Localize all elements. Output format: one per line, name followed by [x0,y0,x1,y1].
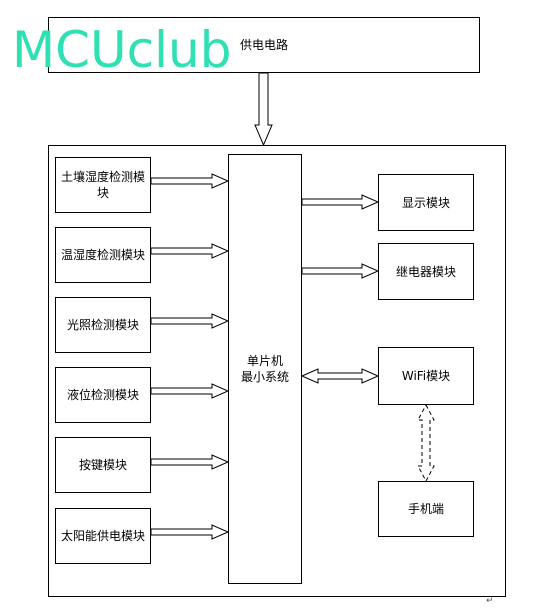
mcu-wifi-arrow [300,368,380,384]
input-module-label: 按键模块 [78,458,127,472]
output-arrow-display [301,194,380,210]
wifi-module-label: WiFi模块 [401,369,451,383]
input-module-label: 太阳能供电模块 [60,529,145,543]
input-module-soil-humidity: 土壤湿度检测模块 [55,157,151,213]
input-module-label: 土壤湿度检测模块 [60,170,145,200]
input-module-temp-humidity: 温湿度检测模块 [55,227,151,283]
mcu-box: 单片机 最小系统 [228,154,302,584]
input-arrow-3 [150,313,230,329]
input-arrow-4 [150,383,230,399]
input-module-solar-power: 太阳能供电模块 [55,508,151,564]
display-module-label: 显示模块 [401,195,450,210]
system-frame [48,145,506,597]
input-module-label: 光照检测模块 [66,318,139,332]
power-supply-label: 供电电路 [239,38,288,52]
input-module-label: 温湿度检测模块 [60,248,145,262]
watermark-logo: MCUclub [12,21,232,79]
mcu-label-line2: 最小系统 [240,370,289,384]
phone-terminal-label: 手机端 [407,502,444,516]
input-module-label: 液位检测模块 [66,388,139,402]
power-down-arrow [254,72,273,147]
output-arrow-relay [301,263,380,279]
power-supply-box: 供电电路 [48,17,480,73]
return-mark: ↵ [486,596,494,606]
input-module-keys: 按键模块 [55,437,151,493]
input-arrow-2 [150,243,230,259]
relay-module-label: 继电器模块 [395,264,456,279]
wifi-phone-arrow [417,403,435,483]
input-module-light: 光照检测模块 [55,297,151,353]
input-arrow-5 [150,454,230,470]
input-arrow-1 [150,173,230,189]
input-arrow-6 [150,524,230,540]
phone-terminal-box: 手机端 [378,481,474,537]
wifi-module-box: WiFi模块 [378,347,474,405]
relay-module-box: 继电器模块 [378,243,474,300]
mcu-label-line1: 单片机 [246,354,283,368]
input-module-liquid-level: 液位检测模块 [55,367,151,423]
display-module-box: 显示模块 [378,174,474,231]
